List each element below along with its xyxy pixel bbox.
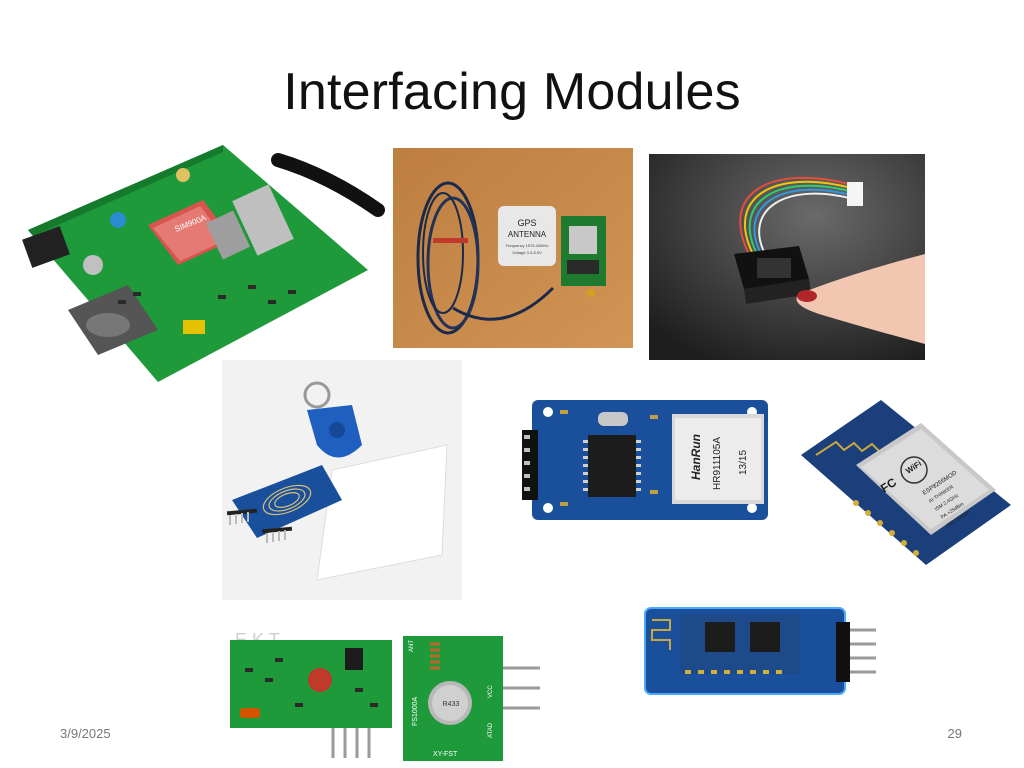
slide-page-number: 29 — [947, 726, 962, 741]
slide-date: 3/9/2025 — [60, 726, 111, 741]
gsm-module-image: SIM900A — [8, 120, 388, 385]
rf-module-image: E K T R433 FS1000A ANT VCC ATAD XY-FST — [205, 608, 560, 768]
bluetooth-module-image — [640, 600, 880, 700]
rf-label-ant: ANT — [409, 640, 415, 652]
gps-antenna-line1: GPS — [517, 218, 536, 228]
ethernet-brand: HanRun — [689, 434, 703, 480]
fingerprint-sensor-image — [649, 154, 925, 360]
rf-chip1: FS1000A — [412, 696, 419, 726]
gps-antenna-line2: ANTENNA — [508, 230, 547, 239]
gps-antenna-small1: Frequency 1575.42MHz — [506, 243, 549, 248]
wifi-module-image: WiFi FC ESP8266MOD AI-THINKER ISM 2.4GHz… — [796, 395, 1016, 570]
rf-label-data: ATAD — [488, 722, 494, 738]
gps-antenna-small2: Voltage 3.3-5.0V — [512, 250, 542, 255]
ethernet-date-code: 13/15 — [738, 450, 749, 475]
ethernet-part: HR911105A — [712, 437, 723, 490]
rfid-module-image — [222, 360, 462, 600]
slide-title: Interfacing Modules — [283, 63, 741, 121]
ethernet-module-image: HanRun HR911105A 13/15 — [520, 390, 780, 525]
rf-crystal: R433 — [443, 701, 460, 708]
rf-tag: XY-FST — [433, 751, 458, 758]
gps-module-image: GPS ANTENNA Frequency 1575.42MHz Voltage… — [393, 148, 633, 348]
rf-label-vcc: VCC — [488, 685, 494, 698]
